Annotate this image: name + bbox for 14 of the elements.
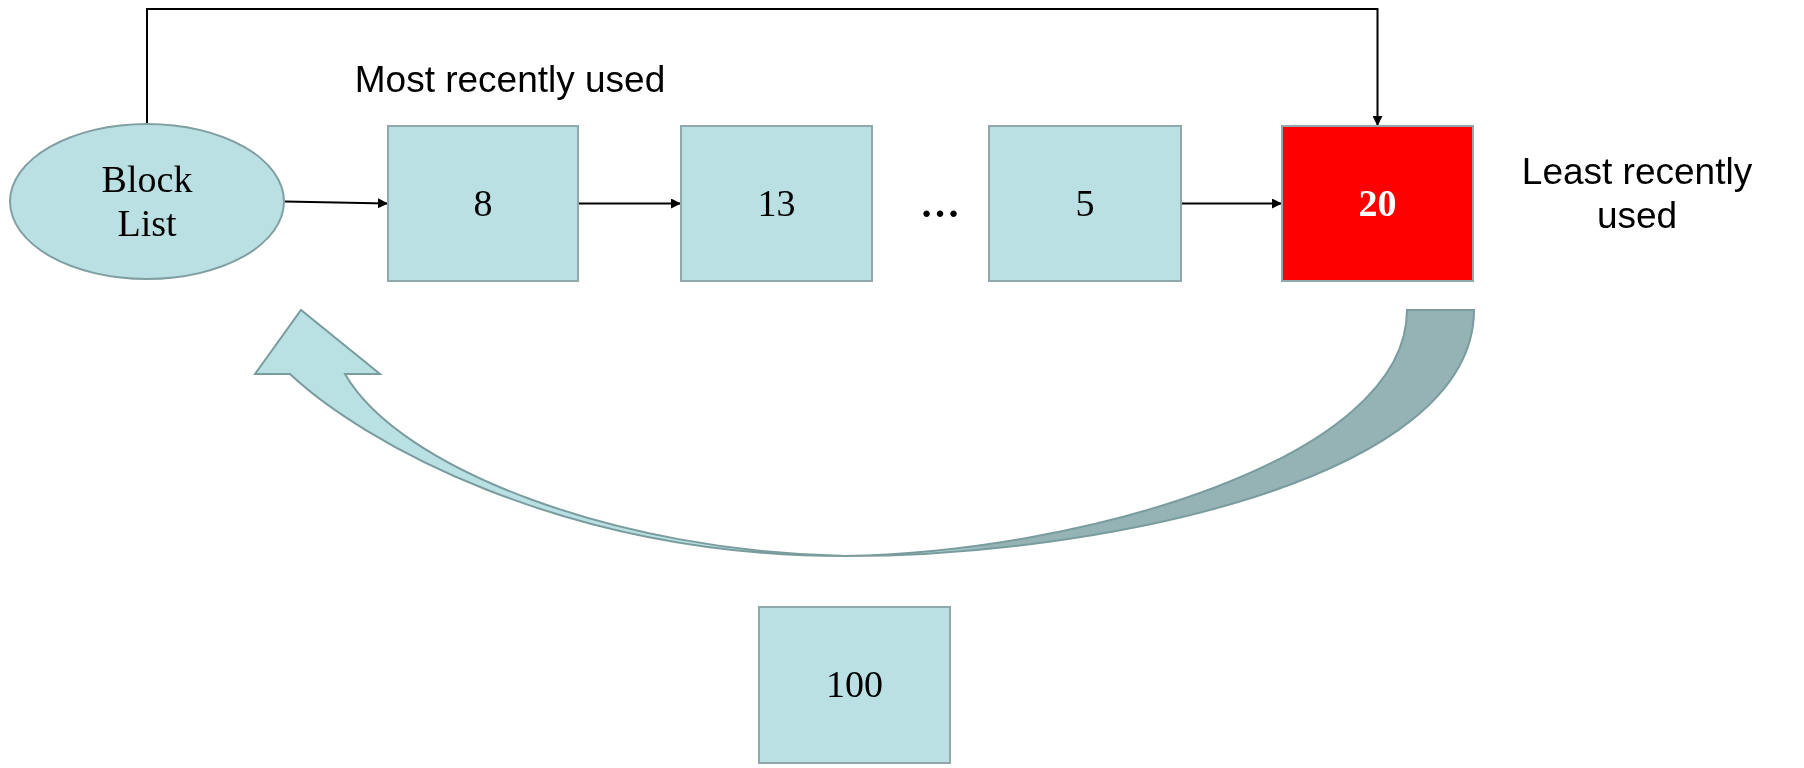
- list-block: 13: [680, 125, 873, 282]
- arrow: [578, 198, 681, 209]
- list-block: 5: [988, 125, 1182, 282]
- ellipsis: …: [919, 180, 961, 228]
- note-text: Most recently used: [353, 58, 667, 102]
- list-block: 8: [387, 125, 579, 282]
- arrow: [1181, 198, 1282, 209]
- list-block: 100: [758, 606, 951, 764]
- ellipse-node: Block List: [9, 123, 285, 280]
- note-text: Least recently used: [1520, 150, 1754, 239]
- curved-arrow: [254, 309, 1475, 557]
- arrow: [146, 8, 1383, 126]
- arrow: [284, 198, 388, 209]
- list-block: 20: [1281, 125, 1474, 282]
